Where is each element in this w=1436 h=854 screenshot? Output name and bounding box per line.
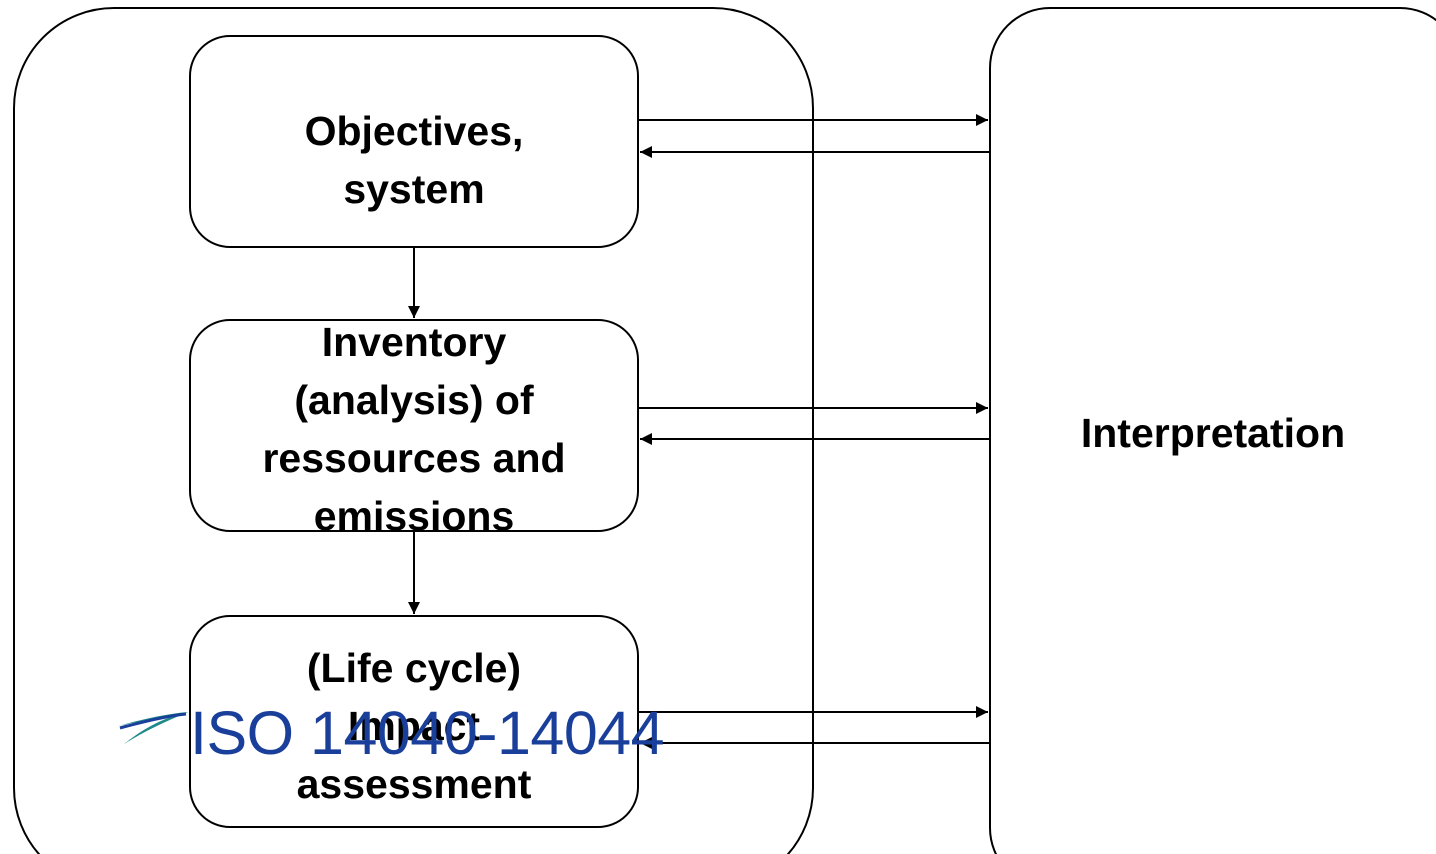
- iso-logo-icon: [118, 712, 188, 744]
- inventory-label: Inventory (analysis) of ressources and e…: [262, 319, 566, 539]
- objectives-label: Objectives, system: [304, 108, 524, 212]
- interpretation-label: Interpretation: [1080, 410, 1346, 456]
- impact-assessment-box: [189, 615, 639, 828]
- impact-assessment-label: (Life cycle) Impact assessment: [296, 645, 532, 807]
- interpretation-box: [989, 7, 1436, 854]
- objectives-box: [189, 35, 639, 248]
- lca-phases-container: [13, 7, 814, 854]
- iso-standard-label: ISO 14040-14044: [190, 699, 665, 767]
- inventory-box: [189, 319, 639, 532]
